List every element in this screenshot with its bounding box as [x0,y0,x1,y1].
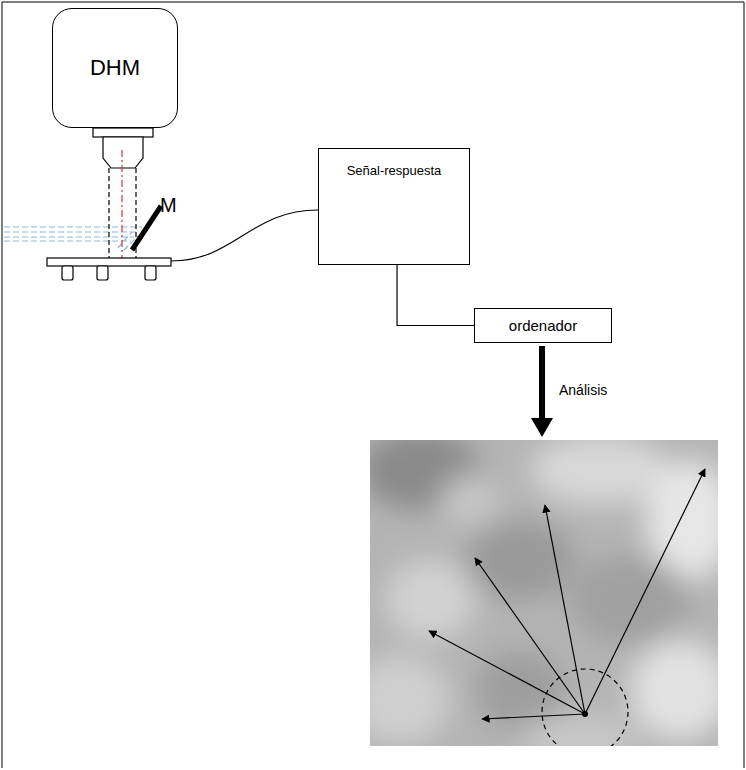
analysis-arrowhead [531,418,553,437]
stage-leg [145,266,156,280]
flange [93,128,153,137]
optical-path [109,150,136,258]
mirror-label: M [158,194,179,217]
objective [103,137,143,168]
sample-stage [47,258,171,266]
analysis-arrow [539,346,545,420]
connector-line [397,265,474,326]
computer-box: ordenador [474,308,612,343]
phase-image [370,440,718,746]
instrument-box: DHM [52,8,178,128]
analysis-label: Análisis [557,382,609,398]
stage-leg [97,266,108,280]
laser-beam [4,227,142,250]
mirror [132,206,161,250]
node-text: DHM [90,55,140,81]
cable [171,210,318,261]
node-text: Señal-respuesta [347,163,442,178]
signal-box: Señal-respuesta [318,148,470,265]
node-text: ordenador [509,317,577,334]
stage-leg [62,266,73,280]
